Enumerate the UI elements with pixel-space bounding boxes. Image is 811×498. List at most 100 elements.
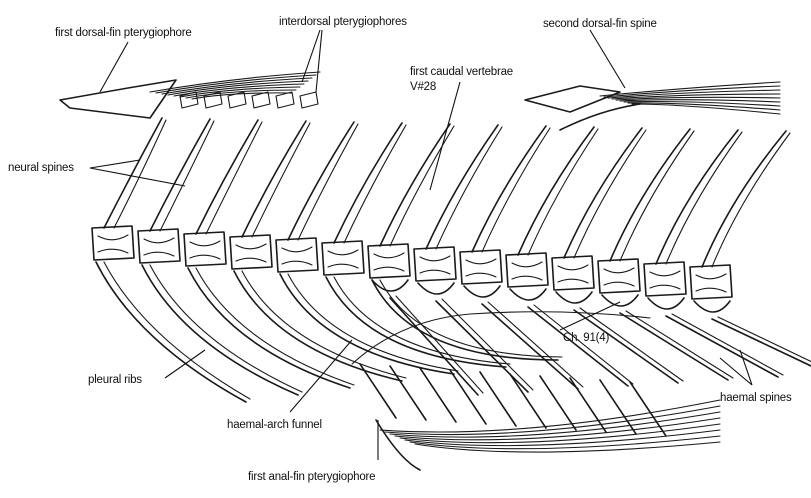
vertebra-detail [282, 247, 312, 252]
label-haemal-arch-funnel: haemal-arch funnel [227, 419, 322, 431]
vertebra-centrum [414, 247, 456, 281]
vertebra-detail [466, 273, 496, 277]
vertebra-detail [374, 267, 404, 271]
vertebra-detail [190, 255, 220, 259]
labels: first dorsal-fin pterygiophore interdors… [8, 16, 792, 483]
vertebra-detail [558, 279, 588, 283]
neural-spine [344, 125, 406, 243]
label-pleural-ribs: pleural ribs [88, 374, 142, 386]
neural-spine [702, 131, 786, 267]
neural-spine [518, 127, 594, 255]
neural-spine [252, 123, 310, 237]
neural-spine [380, 124, 450, 246]
label-interdorsal-pterygiophores: interdorsal pterygiophores [279, 16, 407, 28]
vertebra-detail [558, 265, 588, 270]
anal-fin-pterygiophore [450, 370, 486, 424]
vertebra-detail [236, 244, 266, 249]
vertebra-centrum [92, 226, 134, 260]
anal-fin-pterygiophore [540, 376, 576, 430]
neural-spine [298, 124, 358, 240]
interdorsal-pterygiophore [276, 92, 294, 108]
haemal-arch [510, 289, 546, 300]
label-neural-spines: neural spines [8, 162, 74, 174]
vertebra-detail [98, 249, 128, 253]
vertebra-centrum [552, 256, 594, 290]
pleural-rib [326, 277, 506, 367]
anal-fin-pterygiophore [420, 368, 456, 422]
neural-spine [528, 129, 598, 255]
neural-spine [620, 131, 694, 261]
pleural-rib [242, 271, 406, 378]
vertebra-detail [282, 261, 312, 265]
label-first-caudal-vertebrae-number: V#28 [410, 81, 436, 93]
label-first-anal-fin-pterygiophore: first anal-fin pterygiophore [248, 471, 375, 483]
vertebra-centrum [230, 235, 272, 269]
vertebra-detail [328, 250, 358, 255]
interdorsal-pterygiophore [300, 92, 318, 108]
vertebra-centrum [598, 259, 640, 293]
pleural-rib [142, 265, 298, 395]
vertebra-detail [650, 271, 680, 276]
neural-spine [712, 133, 790, 267]
vertebra-centrum [184, 232, 226, 266]
anal-fin-pterygiophore [510, 374, 546, 428]
vertebra-detail [512, 262, 542, 267]
anal-fin-pterygiophore [360, 364, 396, 418]
vertebra-centrum [690, 265, 732, 299]
anal-fin-pterygiophore [570, 378, 606, 432]
anal-fin-ray [390, 412, 720, 437]
haemal-spine [712, 319, 811, 374]
haemal-arch [694, 301, 730, 312]
neural-spine [334, 123, 402, 243]
haemal-arch [418, 283, 454, 294]
neural-spine [196, 120, 258, 234]
haemal-spine [436, 301, 528, 392]
vertebra-detail [328, 264, 358, 268]
pleural-rib [372, 280, 558, 360]
vertebra-centrum [506, 253, 548, 287]
vertebra-detail [696, 274, 726, 279]
vertebra-detail [420, 270, 450, 274]
vertebra-centrum [276, 238, 318, 272]
haemal-spine [390, 298, 478, 395]
interdorsal-pterygiophore [252, 92, 270, 108]
vertebra-detail [512, 276, 542, 280]
neural-spine [242, 121, 306, 237]
skeleton-drawing [60, 72, 811, 470]
vertebra-detail [236, 258, 266, 262]
second-dorsal-fin-pterygiophore [525, 86, 620, 112]
label-ch-91: Ch. 91(4) [563, 332, 610, 344]
second-dorsal-fin-spine [560, 104, 640, 130]
vertebra-detail [144, 238, 174, 243]
vertebra-centrum [644, 262, 686, 296]
label-second-dorsal-fin-spine: second dorsal-fin spine [543, 18, 657, 30]
haemal-spine [580, 308, 683, 381]
vertebra-detail [144, 252, 174, 256]
vertebra-detail [466, 259, 496, 264]
neural-spine [656, 130, 738, 264]
label-haemal-spines: haemal spines [720, 392, 792, 404]
neural-spine [390, 126, 454, 246]
label-first-dorsal-fin-pterygiophore: first dorsal-fin pterygiophore [55, 27, 192, 39]
vertebra-detail [190, 241, 220, 246]
first-dorsal-fin-pterygiophore [60, 80, 176, 118]
haemal-arch [556, 292, 592, 303]
vertebra-centrum [322, 241, 364, 275]
vertebra-detail [604, 268, 634, 273]
neural-spine [666, 132, 742, 264]
second-dorsal-fin-ray [632, 104, 780, 114]
second-dorsal-fin-ray [612, 94, 780, 99]
vertebra-centrum [368, 244, 410, 278]
vertebra-detail [650, 285, 680, 289]
haemal-arch [602, 295, 638, 306]
vertebra-detail [420, 256, 450, 261]
vertebra-detail [98, 235, 128, 240]
haemal-spine [396, 296, 483, 393]
vertebra-centrum [138, 229, 180, 263]
neural-spine [104, 118, 162, 228]
vertebra-centrum [460, 250, 502, 284]
vertebra-detail [696, 288, 726, 292]
haemal-spine [528, 307, 628, 386]
neural-spine [610, 129, 690, 261]
